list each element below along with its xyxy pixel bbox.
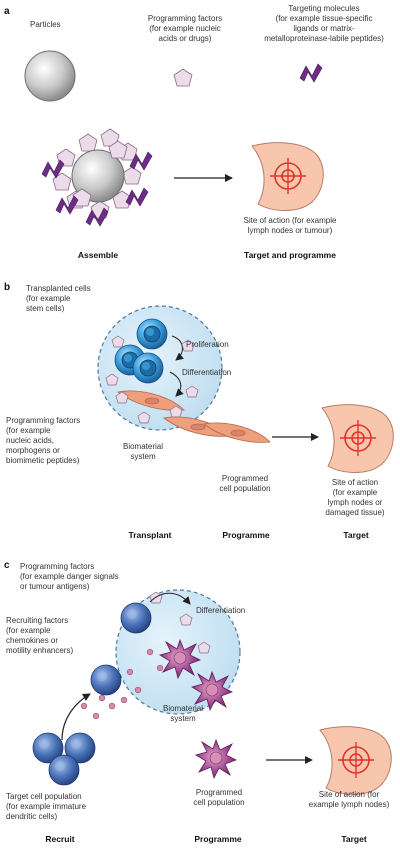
panel-c-letter: c: [4, 560, 10, 571]
stem-cell: [136, 318, 168, 350]
step-target-b: Target: [343, 530, 369, 540]
programming-factor-icon: [173, 68, 193, 87]
programmed-dendritic-cell: [195, 739, 237, 779]
tissue-target-a: [251, 141, 325, 212]
differentiation-arrow-c: [149, 592, 191, 605]
panel-b: [97, 305, 395, 474]
tissue-target-b: [321, 403, 395, 474]
differentiation-arrow: [169, 371, 184, 397]
step-target-and-programme: Target and programme: [244, 250, 336, 260]
target-population-label: Target cell population (for example imma…: [6, 792, 87, 821]
programmed-population-label-c: Programmed cell population: [193, 788, 245, 807]
proliferation-arrow: [171, 335, 184, 361]
biomaterial-label-c: Biomaterial system: [162, 704, 203, 723]
site-of-action-label-a: Site of action (for example lymph nodes …: [243, 216, 337, 235]
tissue-target-c: [319, 725, 393, 796]
step-transplant: Transplant: [128, 530, 172, 540]
transplanted-cells-label: Transplanted cells (for example stem cel…: [26, 284, 91, 313]
stem-cell: [132, 352, 164, 384]
site-of-action-label-c: Site of action (for example lymph nodes): [308, 790, 390, 809]
panel-c: [32, 589, 393, 796]
step-assemble: Assemble: [77, 250, 119, 260]
particles-label: Particles: [30, 20, 61, 29]
differentiation-label-c: Differentiation: [196, 606, 246, 615]
step-target-c: Target: [341, 834, 367, 844]
differentiation-label-b: Differentiation: [182, 368, 232, 377]
targeting-molecules-label: Targeting molecules (for example tissue-…: [264, 4, 384, 43]
immature-cell: [120, 602, 152, 634]
recruit-arrow: [61, 693, 91, 741]
recruiting-factors-label: Recruiting factors (for example chemokin…: [6, 616, 74, 655]
proliferation-label: Proliferation: [186, 340, 229, 349]
panel-b-letter: b: [4, 282, 11, 293]
recruiting-dots: [80, 648, 164, 720]
panel-a: [24, 50, 325, 227]
biomaterial-label-b: Biomaterial system: [122, 442, 163, 461]
programming-factors-label-c: Programming factors (for example danger …: [20, 562, 119, 591]
step-recruit: Recruit: [45, 834, 75, 844]
site-of-action-label-b: Site of action (for example lymph nodes …: [325, 478, 385, 517]
panel-a-letter: a: [4, 6, 10, 17]
programming-factors-label-a: Programming factors (for example nucleic…: [147, 14, 223, 43]
particle-sphere: [24, 50, 76, 102]
step-programme-c: Programme: [194, 834, 242, 844]
step-programme-b: Programme: [222, 530, 270, 540]
programmed-population-label-b: Programmed cell population: [219, 474, 271, 493]
assembled-particle: [41, 128, 153, 227]
immature-cell: [90, 664, 122, 696]
programming-factors-label-b: Programming factors (for example nucleic…: [6, 416, 81, 465]
targeting-molecule-icon: [299, 63, 323, 83]
immature-cell: [48, 754, 80, 786]
